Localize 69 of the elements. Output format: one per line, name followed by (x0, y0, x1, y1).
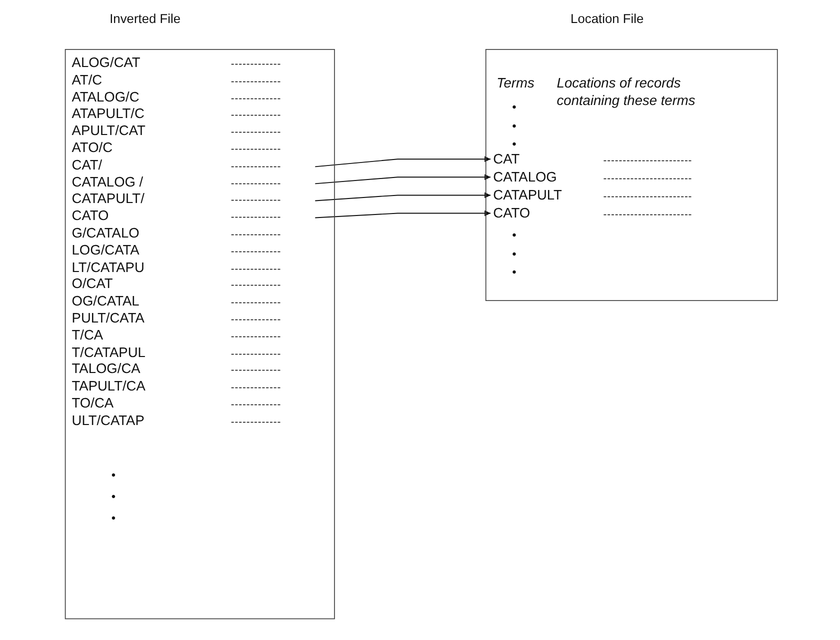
term-text: LOG/CATA (72, 243, 140, 258)
term-text: AT/C (72, 72, 102, 88)
term-text: PULT/CATA (72, 311, 144, 326)
term-text: CATO (493, 206, 530, 222)
ellipsis-dot: • (111, 468, 116, 481)
fill-in-line: ------------- (230, 278, 282, 294)
fill-in-line: ------------- (230, 312, 282, 328)
term-text: CATALOG / (72, 175, 144, 190)
term-text: ATO/C (72, 141, 113, 156)
fill-in-line: ------------- (230, 108, 282, 123)
term-text: CATALOG (493, 170, 557, 185)
fill-in-line: ------------- (230, 226, 282, 242)
fill-in-line: ------------- (230, 74, 282, 89)
arrow (314, 210, 492, 218)
term-text: T/CATAPUL (72, 345, 146, 360)
fill-in-line: ------------- (230, 90, 282, 106)
term-text: TO/CA (72, 396, 114, 412)
fill-in-line: ------------- (230, 142, 282, 157)
term-text: ATAPULT/C (72, 106, 144, 122)
fill-in-line: ------------- (230, 244, 282, 259)
term-text: CAT (493, 152, 520, 167)
fill-in-line: ------------- (230, 329, 282, 344)
ellipsis-dot: • (512, 100, 516, 113)
box-heading: Location File (570, 12, 644, 27)
term-text: G/CATALO (72, 226, 140, 241)
fill-in-line: ------------- (230, 210, 282, 225)
term-text: TAPULT/CA (72, 379, 146, 394)
term-text: APULT/CAT (72, 124, 146, 139)
ellipsis-dot: • (512, 228, 516, 241)
term-text: CAT/ (72, 158, 102, 173)
term-text: CATAPULT (493, 188, 562, 203)
fill-in-line: ------------- (230, 346, 282, 362)
fill-in-line: ------------- (230, 192, 282, 208)
fill-in-line: ----------------------- (603, 152, 692, 168)
ellipsis-dot: • (111, 490, 116, 502)
fill-in-line: ------------- (230, 176, 282, 191)
ellipsis-dot: • (111, 512, 116, 524)
fill-in-line: ------------- (230, 158, 282, 174)
ellipsis-dot: • (512, 266, 516, 278)
term-text: T/CA (72, 328, 104, 343)
ellipsis-dot: • (512, 120, 516, 132)
fill-in-line: ------------- (230, 295, 282, 310)
arrow (314, 192, 492, 202)
term-text: ATALOG/C (72, 90, 140, 105)
fill-in-line: ------------- (230, 363, 282, 378)
ellipsis-dot: • (512, 248, 516, 260)
column-header: Locations of records containing these terms (556, 76, 696, 110)
fill-in-line: ------------- (230, 414, 282, 430)
box-heading: Inverted File (110, 12, 181, 27)
term-text: O/CAT (72, 277, 113, 292)
fill-in-line: ------------- (230, 56, 282, 72)
arrow (314, 174, 492, 184)
fill-in-line: ----------------------- (603, 189, 692, 204)
arrow (314, 156, 492, 168)
fill-in-line: ----------------------- (603, 171, 692, 186)
term-text: OG/CATAL (72, 294, 140, 309)
term-text: ULT/CATAP (72, 413, 144, 428)
term-text: LT/CATAPU (72, 260, 144, 275)
term-text: CATO (72, 209, 109, 224)
fill-in-line: ------------- (230, 397, 282, 412)
fill-in-line: ------------- (230, 124, 282, 140)
term-text: ALOG/CAT (72, 56, 140, 71)
column-header: Terms (496, 76, 534, 93)
term-text: TALOG/CA (72, 362, 140, 378)
fill-in-line: ----------------------- (603, 207, 692, 222)
term-text: CATAPULT/ (72, 192, 144, 207)
ellipsis-dot: • (512, 138, 516, 150)
fill-in-line: ------------- (230, 260, 282, 276)
fill-in-line: ------------- (230, 380, 282, 396)
